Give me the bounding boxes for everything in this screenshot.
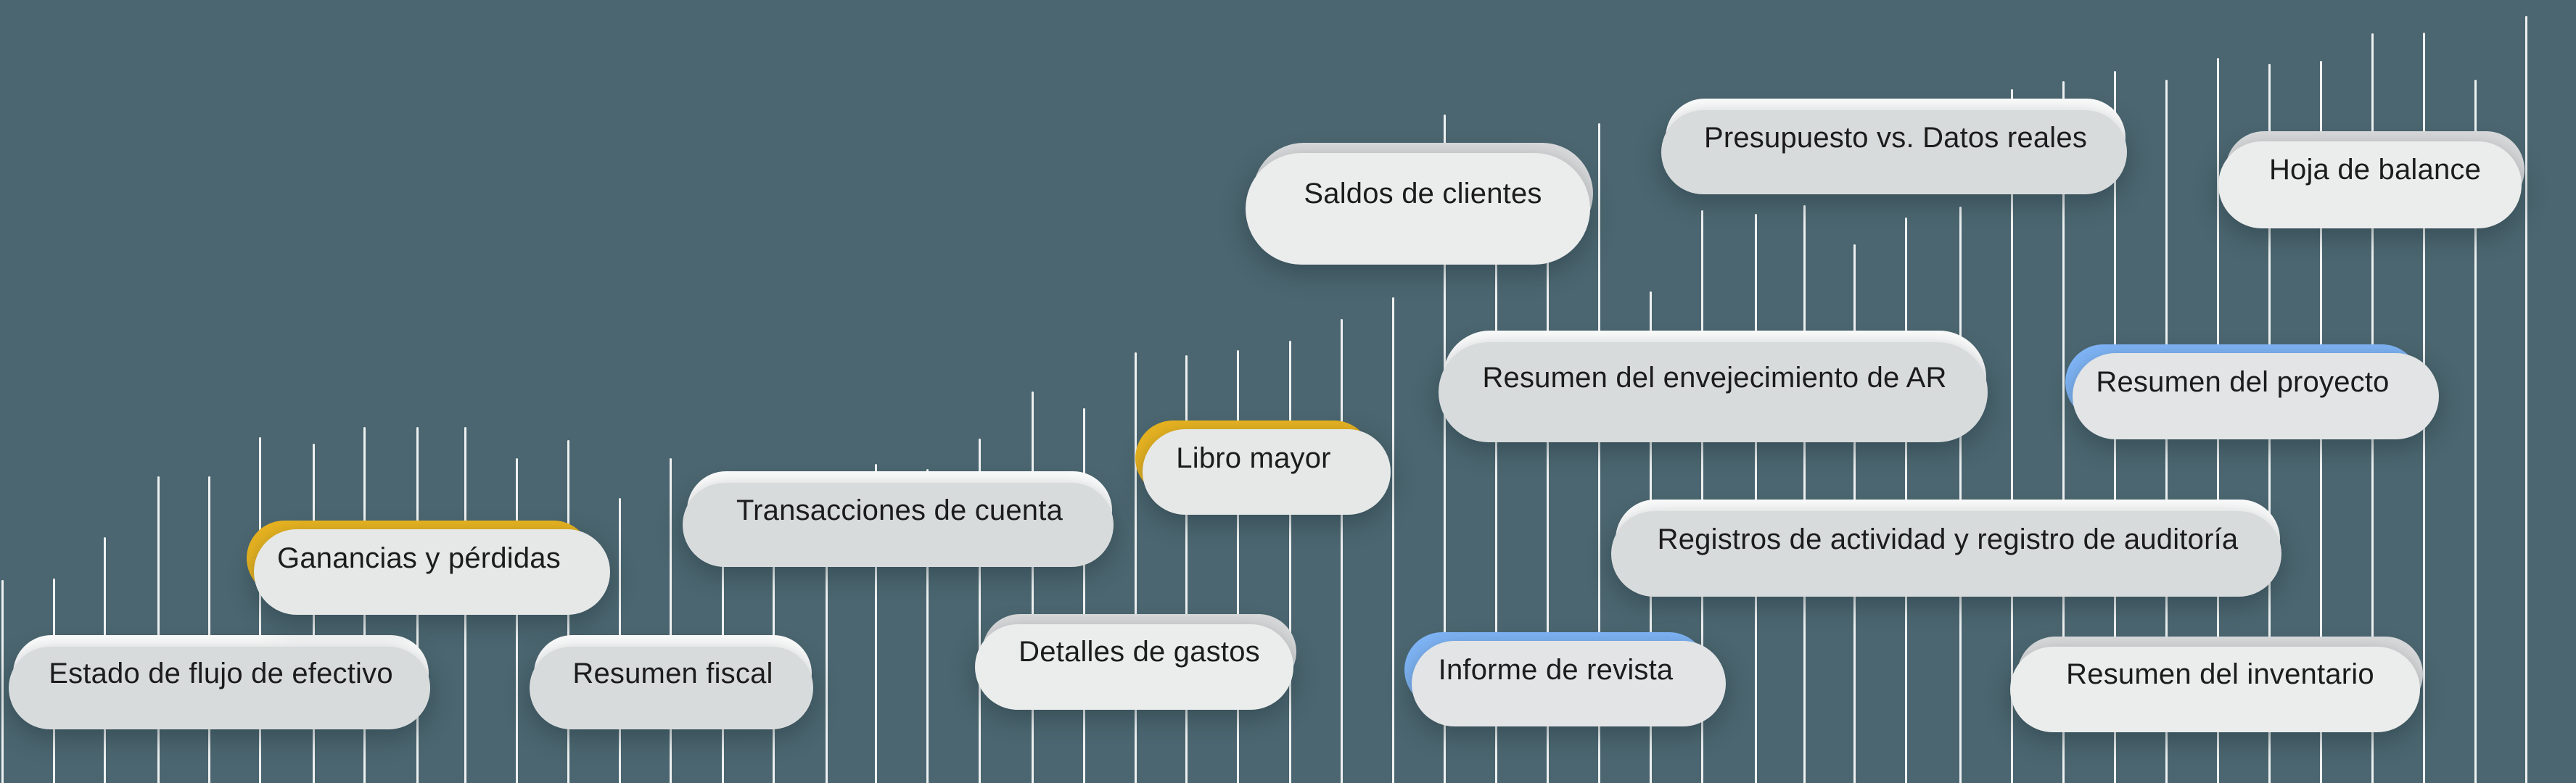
report-pill-expense-details[interactable]: Detalles de gastos xyxy=(975,614,1296,710)
report-pill-label: Transacciones de cuenta xyxy=(736,494,1063,526)
report-pill-account-transactions[interactable]: Transacciones de cuenta xyxy=(683,471,1114,567)
report-pill-balance-sheet[interactable]: Hoja de balance xyxy=(2218,131,2524,228)
waveform-line xyxy=(826,519,828,783)
report-pill-customer-balances[interactable]: Saldos de clientes xyxy=(1246,143,1593,265)
waveform-line xyxy=(1237,350,1239,783)
report-pill-label: Resumen del inventario xyxy=(2066,658,2374,690)
waveform-line xyxy=(1289,341,1291,783)
report-pill-label: Ganancias y pérdidas xyxy=(277,542,561,574)
waveform-line xyxy=(157,476,160,783)
report-pill-label: Informe de revista xyxy=(1438,653,1674,686)
waveform-line xyxy=(516,458,518,783)
waveform-line xyxy=(1135,352,1137,783)
waveform-line xyxy=(2062,81,2065,783)
waveform-line xyxy=(1,580,4,783)
report-pill-profit-and-loss[interactable]: Ganancias y pérdidas xyxy=(247,521,610,615)
waveform-line xyxy=(2474,80,2477,783)
report-pill-label: Saldos de clientes xyxy=(1304,177,1542,210)
report-pill-label: Presupuesto vs. Datos reales xyxy=(1703,121,2088,154)
report-pill-label: Detalles de gastos xyxy=(1019,635,1260,668)
waveform-line xyxy=(926,469,929,783)
waveform-line xyxy=(1032,392,1034,783)
waveform-line xyxy=(1598,123,1600,783)
waveform-line xyxy=(1547,246,1549,783)
report-pill-project-summary[interactable]: Resumen del proyecto xyxy=(2065,344,2439,439)
waveform-line xyxy=(875,464,877,783)
waveform-line xyxy=(1444,115,1446,783)
report-pill-label: Resumen del envejecimiento de AR xyxy=(1482,361,1947,394)
waveform-line xyxy=(2525,16,2527,783)
report-pill-ar-aging-summary[interactable]: Resumen del envejecimiento de AR xyxy=(1439,331,1988,442)
report-pill-cash-flow-statement[interactable]: Estado de flujo de efectivo xyxy=(9,635,430,729)
waveform-line xyxy=(259,437,261,783)
waveform-line xyxy=(1341,319,1343,783)
report-pill-label: Hoja de balance xyxy=(2268,153,2482,186)
waveform-line xyxy=(2011,89,2013,783)
waveform-line xyxy=(208,476,210,783)
waveform-line xyxy=(1701,210,1703,783)
report-pill-label: Libro mayor xyxy=(1176,442,1331,474)
waveform-line xyxy=(670,458,672,783)
waveform-line xyxy=(1755,214,1757,783)
report-pill-general-ledger[interactable]: Libro mayor xyxy=(1135,420,1391,515)
waveform-line xyxy=(1083,408,1085,783)
waveform-line xyxy=(1392,297,1394,783)
report-pill-label: Estado de flujo de efectivo xyxy=(49,657,393,689)
waveform-line xyxy=(1185,355,1188,783)
waveform-line xyxy=(1495,257,1497,783)
report-pill-journal-report[interactable]: Informe de revista xyxy=(1404,632,1726,726)
report-pill-inventory-summary[interactable]: Resumen del inventario xyxy=(2010,637,2423,732)
report-pill-tax-summary[interactable]: Resumen fiscal xyxy=(530,635,813,729)
waveform-line xyxy=(979,439,981,783)
report-pill-label: Registros de actividad y registro de aud… xyxy=(1657,523,2239,555)
report-pill-label: Resumen fiscal xyxy=(572,657,773,689)
waveform-line xyxy=(773,473,775,783)
waveform-line xyxy=(1959,207,1962,783)
report-pill-activity-audit-logs[interactable]: Registros de actividad y registro de aud… xyxy=(1611,500,2281,597)
report-pill-budget-vs-actuals[interactable]: Presupuesto vs. Datos reales xyxy=(1661,99,2127,194)
report-pill-label: Resumen del proyecto xyxy=(2096,366,2390,398)
waveform-line xyxy=(1803,205,1806,783)
